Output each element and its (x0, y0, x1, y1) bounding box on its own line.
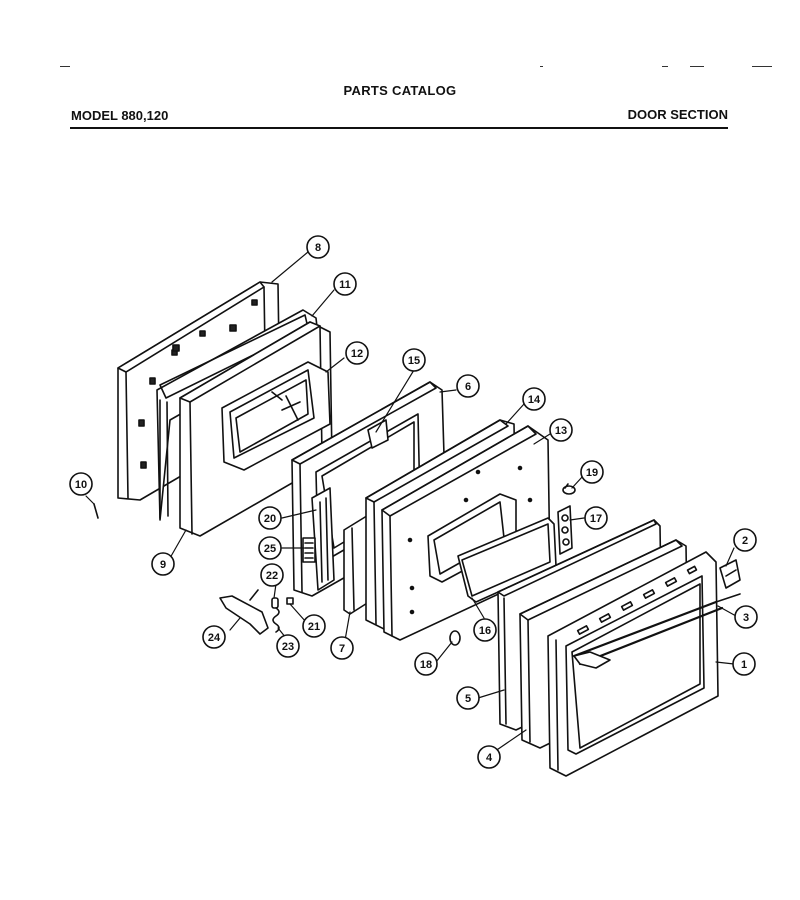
scan-speck (662, 66, 668, 67)
scan-speck (690, 66, 704, 67)
svg-text:25: 25 (264, 543, 276, 555)
svg-text:21: 21 (308, 621, 320, 633)
callout-9: 9 (151, 552, 175, 576)
svg-text:7: 7 (339, 643, 345, 655)
part-1-door-frame (547, 551, 719, 777)
callout-22: 22 (260, 563, 284, 587)
callout-11: 11 (333, 272, 357, 296)
callout-25: 25 (258, 536, 282, 560)
svg-text:5: 5 (465, 693, 471, 705)
callout-1: 1 (732, 652, 756, 676)
part-23-hinge-spring (272, 607, 280, 633)
part-22-hinge-pin (271, 597, 279, 609)
svg-text:12: 12 (351, 348, 363, 360)
part-3-handle-bar (572, 593, 741, 669)
callout-21: 21 (302, 614, 326, 638)
page-title: PARTS CATALOG (343, 83, 457, 98)
svg-text:11: 11 (339, 279, 351, 291)
callout-5: 5 (456, 686, 480, 710)
part-25-spring-plate (302, 537, 316, 563)
part-21-clip (286, 597, 294, 605)
svg-text:6: 6 (465, 381, 471, 393)
callout-4: 4 (477, 745, 501, 769)
svg-text:2: 2 (742, 535, 748, 547)
callout-10: 10 (69, 472, 93, 496)
part-12-window-box (221, 361, 331, 471)
callout-8: 8 (306, 235, 330, 259)
part-2-handle-bracket (719, 559, 741, 589)
svg-text:1: 1 (741, 659, 747, 671)
callout-14: 14 (522, 387, 546, 411)
svg-text:15: 15 (408, 355, 420, 367)
callout-15: 15 (402, 348, 426, 372)
callout-12: 12 (345, 341, 369, 365)
scan-speck (540, 66, 543, 67)
svg-text:8: 8 (315, 242, 321, 254)
svg-text:10: 10 (75, 479, 87, 491)
svg-text:17: 17 (590, 513, 602, 525)
part-10-screw (93, 503, 99, 519)
callout-16: 16 (473, 618, 497, 642)
callout-17: 17 (584, 506, 608, 530)
svg-text:18: 18 (420, 659, 432, 671)
scan-speck (60, 66, 70, 67)
callout-6: 6 (456, 374, 480, 398)
svg-text:24: 24 (208, 632, 221, 644)
svg-text:13: 13 (555, 425, 567, 437)
scan-speck (752, 66, 772, 67)
part-18-plug (449, 630, 461, 646)
callout-24: 24 (202, 625, 226, 649)
callout-13: 13 (549, 418, 573, 442)
svg-text:3: 3 (743, 612, 749, 624)
svg-text:14: 14 (528, 394, 541, 406)
svg-text:4: 4 (486, 752, 493, 764)
part-24-hinge-arm (219, 589, 269, 635)
svg-text:16: 16 (479, 625, 491, 637)
callout-19: 19 (580, 460, 604, 484)
model-number: MODEL 880,120 (71, 108, 169, 123)
section-title: DOOR SECTION (627, 107, 728, 122)
svg-text:22: 22 (266, 570, 278, 582)
callout-18: 18 (414, 652, 438, 676)
part-19-bumper (562, 483, 576, 495)
part-17-hinge-bracket (557, 505, 573, 555)
callout-20: 20 (258, 506, 282, 530)
callout-7: 7 (330, 636, 354, 660)
svg-text:19: 19 (586, 467, 598, 479)
svg-text:20: 20 (264, 513, 276, 525)
callout-3: 3 (734, 605, 758, 629)
callout-2: 2 (733, 528, 757, 552)
part-20-latch-bracket (311, 487, 335, 591)
header-rule (70, 127, 728, 129)
svg-text:9: 9 (160, 559, 166, 571)
callout-23: 23 (276, 634, 300, 658)
svg-text:23: 23 (282, 641, 294, 653)
